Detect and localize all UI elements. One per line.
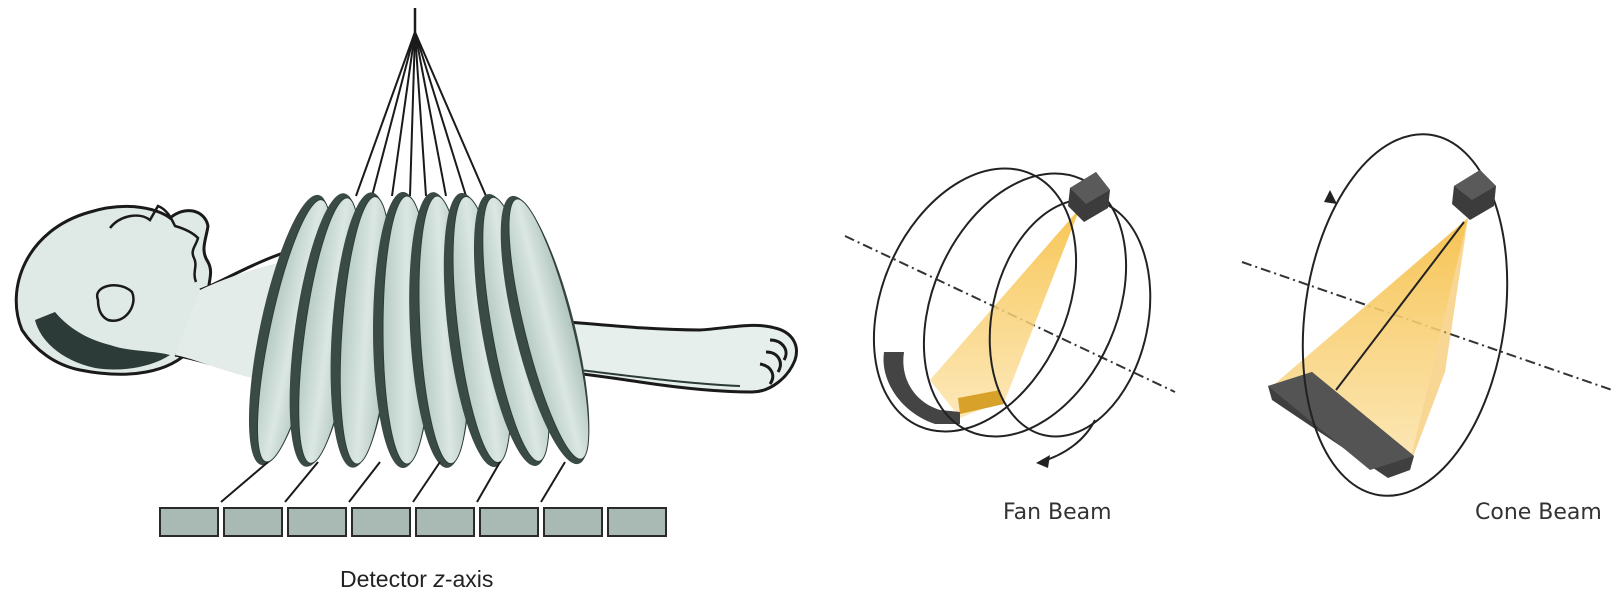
- beam-rays: [355, 31, 487, 197]
- patient-hair: [35, 312, 170, 370]
- patient-arm-shade: [579, 369, 741, 387]
- fan-beam-diagram: [844, 167, 1176, 468]
- detector-axis-label: Detector z-axis: [340, 566, 494, 592]
- detector-ray-2: [284, 461, 319, 503]
- detector-array: [159, 507, 667, 537]
- beam-ray-1: [355, 31, 416, 197]
- detector-block-8: [607, 507, 667, 537]
- cone-beam-diagram: [1241, 133, 1613, 497]
- patient-arm: [538, 318, 798, 394]
- slice-8: [508, 198, 590, 460]
- beam-ray-3: [391, 31, 416, 197]
- patient-hand: [759, 338, 788, 385]
- detector-rays: [220, 461, 566, 503]
- detector-block-3: [287, 507, 347, 537]
- detector-ray-6: [540, 461, 566, 503]
- beam-ray-6: [414, 31, 447, 197]
- fan-detector-bar: [958, 390, 1004, 414]
- fan-arrow-head: [1036, 455, 1050, 468]
- detector-block-4: [351, 507, 411, 537]
- beam-ray-7: [414, 31, 467, 197]
- fan-orbit-2: [922, 172, 1128, 438]
- detector-block-6: [479, 507, 539, 537]
- fan-orbit-1: [872, 167, 1078, 433]
- fan-rotation-arrow: [1039, 419, 1096, 463]
- cone-beam-label: Cone Beam: [1475, 500, 1602, 525]
- detector-block-1: [159, 507, 219, 537]
- cone-orbit: [1301, 133, 1509, 497]
- detector-ray-4: [412, 461, 441, 503]
- beam-ray-4: [409, 31, 416, 197]
- fan-beam-cone: [930, 208, 1080, 418]
- detector-block-7: [543, 507, 603, 537]
- slice-planes: [248, 192, 590, 468]
- detector-ray-5: [476, 461, 501, 503]
- fan-beam-label: Fan Beam: [1003, 500, 1112, 525]
- detector-ray-3: [348, 461, 381, 503]
- cone-arrow-head: [1324, 190, 1337, 204]
- fan-detector-arc: [883, 352, 960, 424]
- cone-central-ray: [1335, 221, 1465, 391]
- patient-face: [109, 204, 200, 283]
- beam-ray-8: [414, 31, 487, 197]
- beam-ray-2: [371, 31, 416, 197]
- detector-ray-1: [220, 461, 269, 503]
- beam-ray-5: [414, 31, 427, 197]
- patient-ear: [96, 284, 135, 323]
- detector-block-2: [223, 507, 283, 537]
- detector-block-5: [415, 507, 475, 537]
